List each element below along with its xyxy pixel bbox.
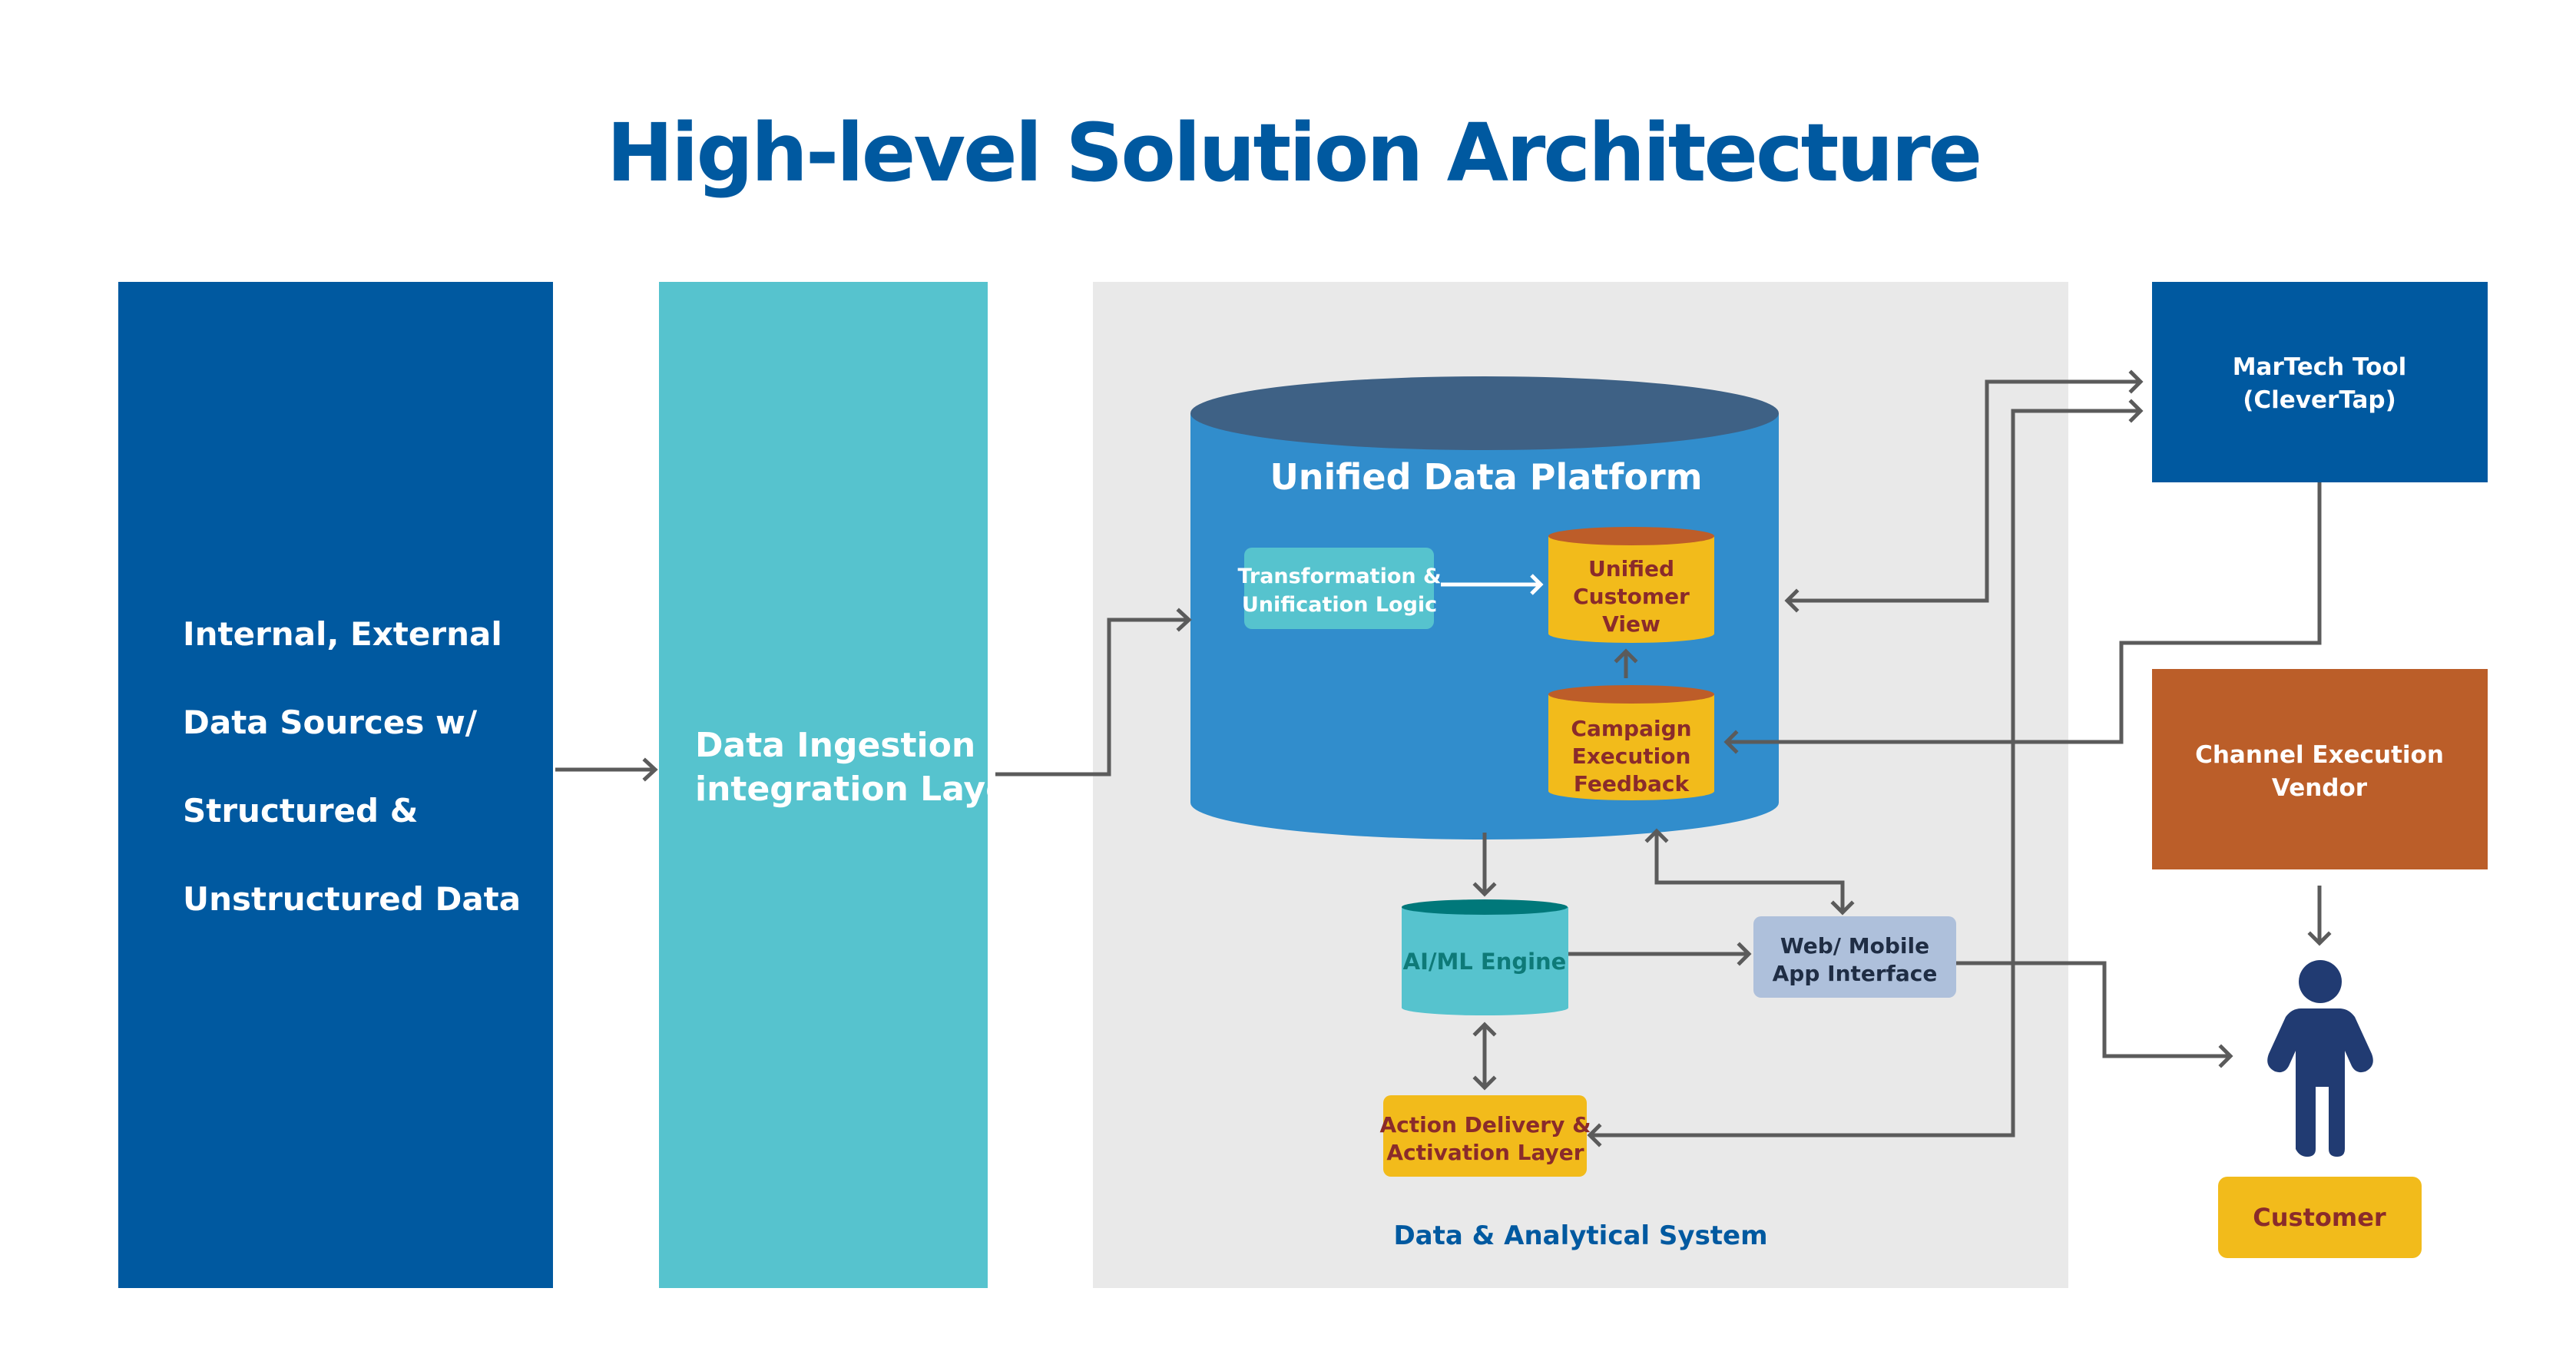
customer-label-box[interactable]: Customer [2218,1177,2422,1258]
connector-ingestion-to-platform [995,608,1192,777]
connector-platform-web [1644,828,1855,916]
ucv-label-line-2: Customer [1573,584,1690,609]
channel-label-line-1: Channel Execution [2195,741,2444,769]
connector-platform-to-aiml [1472,833,1497,897]
feedback-label-line-1: Campaign [1571,716,1691,741]
feedback-label-line-2: Execution [1572,743,1691,769]
channel-label-line-2: Vendor [2272,774,2368,802]
action-label-line-2: Activation Layer [1386,1140,1584,1165]
customer-person-icon [2267,960,2373,1157]
data-sources-label-line-1: Internal, External [183,615,502,653]
ingestion-label-line-2: integration Layer [695,770,1025,809]
connector-martech-action [1587,399,2144,1147]
data-sources-label-line-3: Structured & [183,792,418,830]
web-mobile-interface-box[interactable]: Web/ Mobile App Interface [1753,916,1956,998]
transform-label-line-1: Transformation & [1237,565,1441,588]
connector-aiml-to-web [1568,942,1752,966]
transform-label-line-2: Unification Logic [1242,593,1437,617]
ucv-label-line-1: Unified [1588,556,1674,581]
martech-label-line-2: (CleverTap) [2243,386,2396,414]
web-label-line-1: Web/ Mobile [1780,933,1929,959]
ingestion-layer-box[interactable]: Data Ingestion & integration Layer [659,282,1025,1288]
transformation-logic-box[interactable]: Transformation & Unification Logic [1237,548,1442,629]
platform-label: Unified Data Platform [1270,456,1702,498]
aiml-label: AI/ML Engine [1403,949,1567,975]
unified-customer-view-cylinder[interactable]: Unified Customer View [1548,527,1714,643]
action-label-line-1: Action Delivery & [1379,1112,1591,1138]
data-sources-label-line-4: Unstructured Data [183,880,521,918]
martech-tool-box[interactable]: MarTech Tool (CleverTap) [2152,282,2488,482]
connector-sources-to-ingestion [555,757,658,782]
connector-feedback-to-ucv [1614,648,1638,678]
connector-transform-to-ucv [1441,574,1544,595]
connector-martech-to-feedback [1723,482,2322,754]
ucv-label-line-3: View [1602,611,1660,637]
connector-channel-to-customer [2307,886,2332,946]
customer-label: Customer [2253,1203,2386,1232]
data-sources-box[interactable]: Internal, External Data Sources w/ Struc… [118,282,553,1288]
action-delivery-box[interactable]: Action Delivery & Activation Layer [1379,1095,1591,1177]
connector-aiml-action [1472,1022,1497,1091]
aiml-engine-cylinder[interactable]: AI/ML Engine [1402,899,1568,1016]
page-title: High-level Solution Architecture [607,106,1980,200]
ingestion-label-line-1: Data Ingestion & [695,726,1017,765]
web-label-line-2: App Interface [1773,961,1938,986]
connector-platform-martech [1784,369,2144,613]
connector-web-to-customer [1956,961,2233,1068]
channel-execution-vendor-box[interactable]: Channel Execution Vendor [2152,669,2488,869]
panel-label: Data & Analytical System [1393,1220,1767,1251]
data-sources-label-line-2: Data Sources w/ [183,704,478,741]
feedback-label-line-3: Feedback [1574,771,1690,796]
martech-label-line-1: MarTech Tool [2233,353,2407,381]
campaign-feedback-cylinder[interactable]: Campaign Execution Feedback [1548,685,1714,800]
